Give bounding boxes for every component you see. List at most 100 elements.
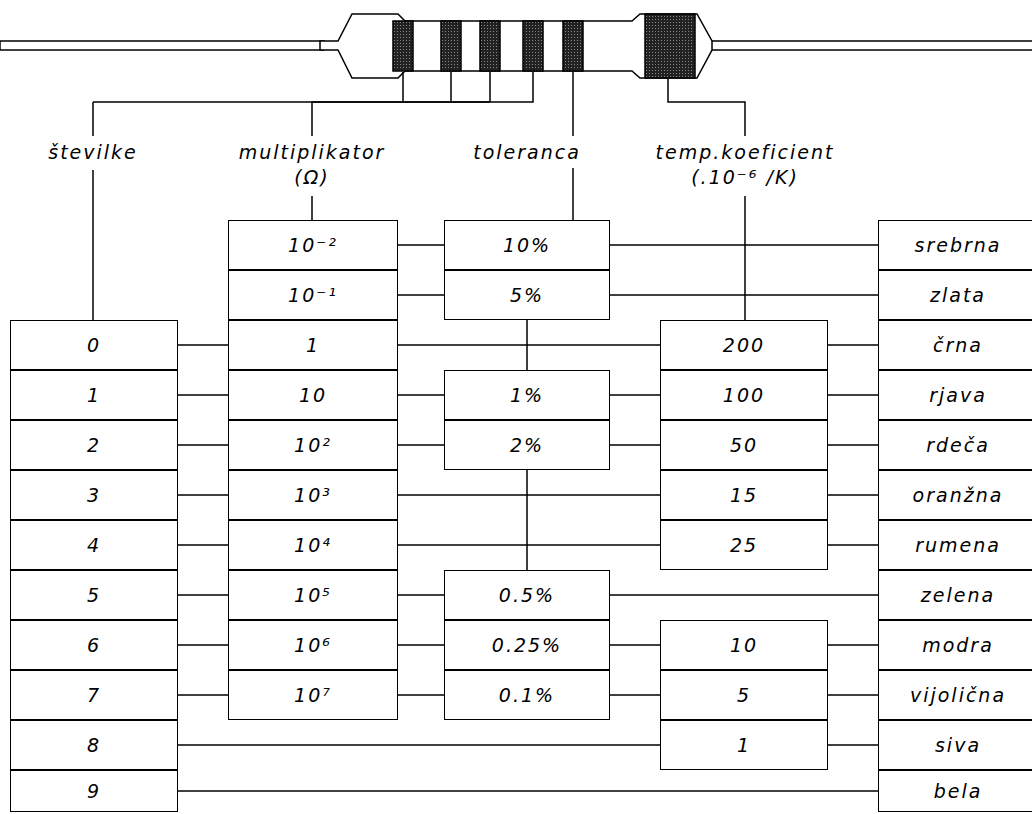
row-connector — [398, 445, 444, 446]
color-name-box: rumena — [878, 520, 1032, 570]
digit-box: 0 — [10, 320, 178, 370]
row-connector — [610, 245, 878, 246]
row-connector — [398, 245, 444, 246]
cell-text: zelena — [921, 584, 995, 607]
row-connector — [398, 545, 660, 546]
cell-text: 10⁴ — [294, 534, 332, 557]
row-connector — [178, 545, 228, 546]
tolerance-box: 5% — [444, 270, 610, 320]
row-connector — [178, 595, 228, 596]
cell-text: 0 — [87, 334, 101, 357]
row-connector — [178, 345, 228, 346]
tempco-box: 25 — [660, 520, 828, 570]
row-connector — [398, 295, 444, 296]
row-connector — [828, 395, 878, 396]
color-name-box: rjava — [878, 370, 1032, 420]
multiplier-box: 10⁷ — [228, 670, 398, 720]
tempco-box: 15 — [660, 470, 828, 520]
cell-text: 10⁻² — [288, 234, 338, 257]
tempco-box: 200 — [660, 320, 828, 370]
digit-box: 4 — [10, 520, 178, 570]
row-connector — [398, 645, 444, 646]
cell-text: 100 — [723, 384, 765, 407]
row-connector — [828, 495, 878, 496]
multiplier-box: 10⁻¹ — [228, 270, 398, 320]
row-connector — [610, 695, 660, 696]
cell-text: 2 — [87, 434, 101, 457]
multiplier-box: 10⁻² — [228, 220, 398, 270]
cell-text: bela — [934, 780, 983, 803]
cell-text: črna — [933, 334, 983, 357]
tolerance-box: 0.25% — [444, 620, 610, 670]
color-name-box: siva — [878, 720, 1032, 770]
row-connector — [178, 791, 878, 792]
cell-text: 0.25% — [492, 634, 562, 657]
cell-text: vijolična — [910, 684, 1006, 707]
digit-box: 6 — [10, 620, 178, 670]
column-heading: številke — [44, 140, 142, 165]
cell-text: rumena — [915, 534, 1001, 557]
cell-text: 1 — [306, 334, 320, 357]
multiplier-box: 10 — [228, 370, 398, 420]
digit-box: 3 — [10, 470, 178, 520]
cell-text: rdeča — [926, 434, 990, 457]
cell-text: 10² — [294, 434, 332, 457]
multiplier-box: 10⁶ — [228, 620, 398, 670]
color-name-box: vijolična — [878, 670, 1032, 720]
cell-text: 25 — [730, 534, 758, 557]
row-connector — [610, 595, 878, 596]
row-connector — [828, 545, 878, 546]
row-connector — [828, 345, 878, 346]
tempco-box: 5 — [660, 670, 828, 720]
column-heading: multiplikator (Ω) — [235, 140, 390, 189]
cell-text: 7 — [87, 684, 101, 707]
multiplier-box: 10⁴ — [228, 520, 398, 570]
cell-text: 0.1% — [499, 684, 555, 707]
cell-text: 5 — [87, 584, 101, 607]
cell-text: 9 — [87, 780, 101, 803]
cell-text: 4 — [87, 534, 101, 557]
row-connector — [828, 745, 878, 746]
cell-text: 2% — [510, 434, 544, 457]
color-name-box: modra — [878, 620, 1032, 670]
cell-text: oranžna — [913, 484, 1004, 507]
cell-text: 10⁻¹ — [288, 284, 338, 307]
cell-text: siva — [935, 734, 981, 757]
digit-box: 8 — [10, 720, 178, 770]
cell-text: 1 — [87, 384, 101, 407]
cell-text: 10³ — [294, 484, 332, 507]
tolerance-box: 0.1% — [444, 670, 610, 720]
tempco-box: 10 — [660, 620, 828, 670]
tolerance-box: 1% — [444, 370, 610, 420]
tempco-box: 50 — [660, 420, 828, 470]
cell-text: 10⁵ — [294, 584, 332, 607]
row-connector — [610, 645, 660, 646]
row-connector — [398, 495, 660, 496]
resistor-symbol — [0, 14, 1032, 78]
cell-text: 10⁶ — [294, 634, 332, 657]
tempco-box: 100 — [660, 370, 828, 420]
color-name-box: srebrna — [878, 220, 1032, 270]
cell-text: 5% — [510, 284, 544, 307]
cell-text: modra — [922, 634, 994, 657]
row-connector — [828, 645, 878, 646]
row-connector — [398, 695, 444, 696]
row-connector — [398, 345, 660, 346]
multiplier-box: 10³ — [228, 470, 398, 520]
cell-text: 1% — [510, 384, 544, 407]
tolerance-box: 2% — [444, 420, 610, 470]
tempco-box: 1 — [660, 720, 828, 770]
cell-text: 15 — [730, 484, 758, 507]
row-connector — [178, 695, 228, 696]
digit-box: 9 — [10, 770, 178, 812]
cell-text: zlata — [930, 284, 986, 307]
row-connector — [610, 295, 878, 296]
color-name-box: zlata — [878, 270, 1032, 320]
color-name-box: bela — [878, 770, 1032, 812]
cell-text: 10% — [503, 234, 551, 257]
cell-text: 0.5% — [499, 584, 555, 607]
cell-text: rjava — [929, 384, 987, 407]
cell-text: 200 — [723, 334, 765, 357]
row-connector — [610, 395, 660, 396]
tolerance-box: 0.5% — [444, 570, 610, 620]
